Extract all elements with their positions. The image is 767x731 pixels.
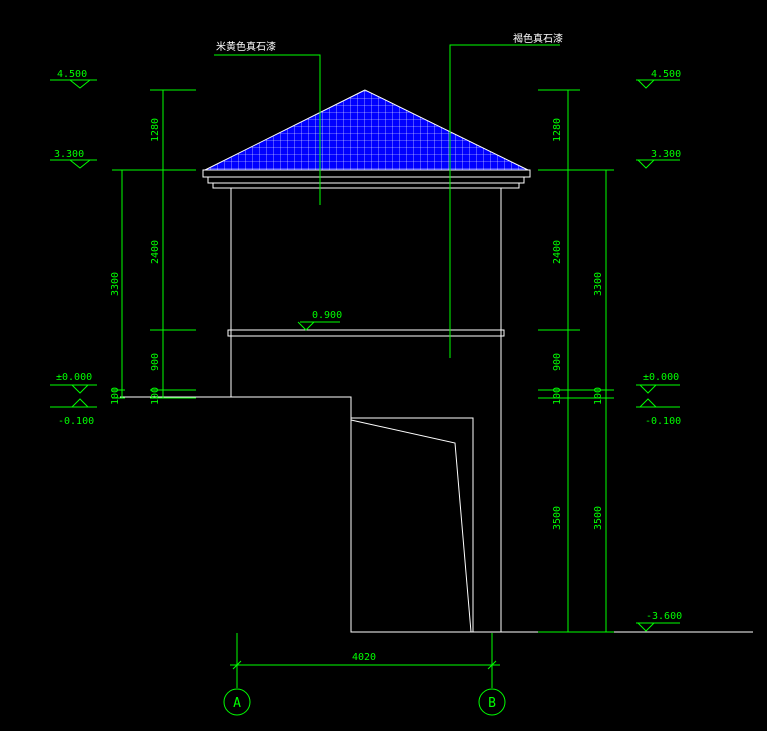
axis-bubble-b <box>478 688 506 716</box>
level-right-top: 4.500 <box>651 69 681 80</box>
dim-right-1280: 1280 <box>552 118 563 142</box>
right-dimensions: 1280 2400 900 100 3500 3300 100 3500 <box>538 89 614 633</box>
axis-dimension: 4020 A B <box>223 633 506 716</box>
dim-right-900: 900 <box>552 353 563 371</box>
level-mid-band: 0.900 <box>312 310 342 321</box>
roof <box>202 89 531 189</box>
dim-left-900: 900 <box>150 353 161 371</box>
door-leaf <box>350 419 472 633</box>
mid-band-level: 0.900 <box>297 310 342 331</box>
level-left-zero: ±0.000 <box>56 372 92 383</box>
level-left-eave: 3.300 <box>54 149 84 160</box>
dim-left-100b: 100 <box>150 387 161 405</box>
dim-right-2400: 2400 <box>552 240 563 264</box>
dim-bottom-span: 4020 <box>352 652 376 663</box>
left-dimensions: 1280 2400 900 100 3300 100 <box>110 89 196 405</box>
mid-band-molding <box>227 329 505 337</box>
right-level-markers: 4.500 3.300 ±0.000 -0.100 -3.600 <box>636 69 682 632</box>
eave-band-middle <box>207 176 525 184</box>
dim-right-3500b: 3500 <box>593 506 604 530</box>
dim-left-2400: 2400 <box>150 240 161 264</box>
callout-right-text: 褐色真石漆 <box>513 32 563 45</box>
dim-right-3300: 3300 <box>593 272 604 296</box>
dim-right-100a: 100 <box>552 387 563 405</box>
axis-bubble-a <box>223 688 251 716</box>
level-left-top: 4.500 <box>57 69 87 80</box>
level-right-bottom: -3.600 <box>646 611 682 622</box>
base-step-outline <box>120 396 505 633</box>
dim-left-3300: 3300 <box>110 272 121 296</box>
level-right-eave: 3.300 <box>651 149 681 160</box>
roof-tile-hatch <box>204 89 529 171</box>
callout-left-text: 米黄色真石漆 <box>216 40 276 53</box>
axis-label-a: A <box>233 696 241 711</box>
door-opening <box>351 417 474 632</box>
left-level-markers: 4.500 3.300 ±0.000 -0.100 <box>50 69 97 427</box>
eave-band-upper <box>202 169 531 178</box>
eave-band-lower <box>212 182 520 189</box>
building-body <box>120 188 753 633</box>
callouts: 米黄色真石漆 褐色真石漆 <box>214 32 563 358</box>
dim-left-100a: 100 <box>110 387 121 405</box>
level-right-minus: -0.100 <box>645 416 681 427</box>
dim-right-100b: 100 <box>593 387 604 405</box>
level-left-minus: -0.100 <box>58 416 94 427</box>
dim-left-1280: 1280 <box>150 118 161 142</box>
dim-right-3500a: 3500 <box>552 506 563 530</box>
axis-label-b: B <box>488 696 496 711</box>
level-right-zero: ±0.000 <box>643 372 679 383</box>
